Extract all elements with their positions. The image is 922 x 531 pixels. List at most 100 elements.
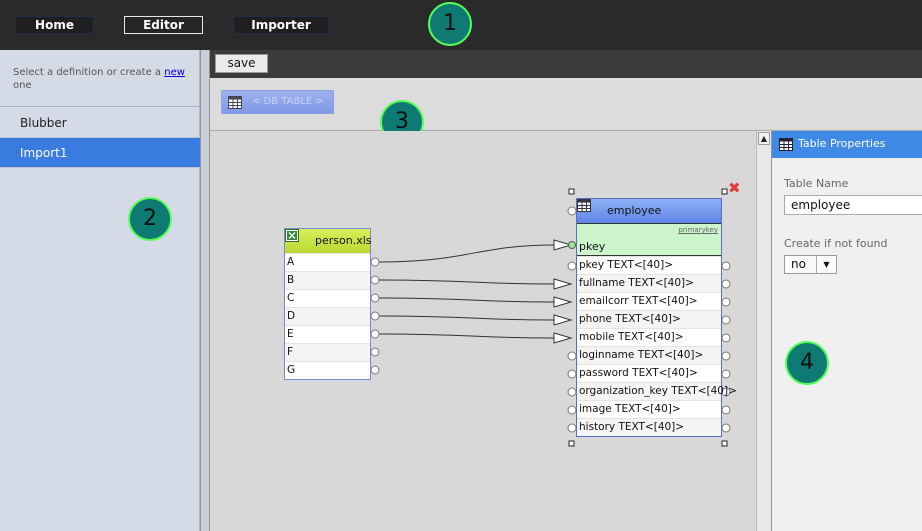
source-column-row[interactable]: G: [285, 361, 370, 379]
create-if-not-found-select[interactable]: no ▼: [784, 255, 837, 274]
pkey-port: [568, 241, 576, 249]
target-out-port: [721, 351, 731, 361]
target-in-port: [567, 405, 577, 415]
mapping-arrow: [553, 278, 573, 290]
source-port: [370, 365, 380, 375]
top-nav-bar: Home Editor Importer 1: [0, 0, 922, 50]
mapping-link: [374, 279, 557, 285]
table-icon: [577, 199, 591, 212]
source-column-row[interactable]: B: [285, 271, 370, 289]
properties-title: Table Properties: [798, 137, 886, 150]
resize-handle: [721, 188, 728, 195]
source-port: [370, 329, 380, 339]
table-properties-panel: Table Properties Table Name employee Cre…: [771, 131, 922, 531]
create-select-value: no: [791, 257, 806, 271]
target-column-row[interactable]: image TEXT<[40]>: [577, 400, 721, 418]
target-column-list: pkey TEXT<[40]>fullname TEXT<[40]>emailc…: [577, 256, 737, 436]
nav-home-button[interactable]: Home: [15, 16, 94, 34]
resize-handle: [568, 188, 575, 195]
component-palette: < DB TABLE > 3: [210, 78, 922, 144]
properties-header: Table Properties: [772, 131, 922, 158]
mapping-arrow: [553, 296, 573, 308]
source-column-row[interactable]: A: [285, 253, 370, 271]
source-column-row[interactable]: C: [285, 289, 370, 307]
target-column-row[interactable]: fullname TEXT<[40]>: [577, 274, 721, 292]
save-button[interactable]: save: [215, 54, 268, 73]
target-column-row[interactable]: mobile TEXT<[40]>: [577, 328, 721, 346]
target-out-port: [721, 369, 731, 379]
definitions-panel: Select a definition or create a new one …: [0, 50, 200, 531]
db-table-palette-item[interactable]: < DB TABLE >: [221, 90, 334, 114]
target-column-row[interactable]: organization_key TEXT<[40]>: [577, 382, 737, 400]
chevron-down-icon: ▼: [816, 256, 836, 273]
definitions-hint: Select a definition or create a new one: [13, 67, 185, 91]
target-out-port: [721, 261, 731, 271]
definition-item-blubber[interactable]: Blubber: [0, 108, 200, 138]
new-definition-link[interactable]: new: [164, 67, 185, 78]
panel-splitter[interactable]: [200, 50, 210, 531]
target-column-row[interactable]: history TEXT<[40]>: [577, 418, 721, 436]
target-out-port: [721, 387, 731, 397]
panel-divider: [0, 106, 200, 107]
source-port: [370, 257, 380, 267]
canvas-scrollbar[interactable]: ▲: [756, 131, 771, 531]
create-if-not-found-label: Create if not found: [784, 237, 888, 250]
resize-handle: [568, 440, 575, 447]
source-column-row[interactable]: F: [285, 343, 370, 361]
target-out-port: [721, 333, 731, 343]
definition-item-import1[interactable]: Import1: [0, 138, 200, 168]
table-icon: [228, 96, 242, 109]
target-table-header: employee: [577, 199, 721, 223]
source-port: [370, 293, 380, 303]
target-column-row[interactable]: pkey TEXT<[40]>: [577, 256, 721, 274]
delete-table-icon[interactable]: ✖: [728, 179, 741, 197]
source-column-row[interactable]: D: [285, 307, 370, 325]
target-in-port: [567, 387, 577, 397]
scroll-up-arrow-icon[interactable]: ▲: [758, 132, 770, 145]
mapping-link: [374, 244, 557, 263]
db-table-label: < DB TABLE >: [252, 96, 324, 107]
mapping-arrow: [553, 314, 573, 326]
table-anchor-port: [567, 206, 577, 216]
target-out-port: [721, 423, 731, 433]
source-table-header: person.xls: [285, 229, 372, 253]
mapping-arrow: [553, 239, 573, 251]
target-in-port: [567, 369, 577, 379]
table-icon: [779, 138, 793, 151]
target-table-title: employee: [607, 204, 662, 217]
nav-importer-button[interactable]: Importer: [233, 16, 329, 34]
target-in-port: [567, 351, 577, 361]
source-port: [370, 275, 380, 285]
source-port: [370, 311, 380, 321]
target-table[interactable]: employee primarykey pkey pkey TEXT<[40]>…: [576, 198, 737, 437]
target-out-port: [721, 297, 731, 307]
target-column-row[interactable]: phone TEXT<[40]>: [577, 310, 721, 328]
target-out-port: [721, 405, 731, 415]
target-out-port: [721, 279, 731, 289]
target-in-port: [567, 261, 577, 271]
target-out-port: [721, 315, 731, 325]
target-in-port: [567, 423, 577, 433]
excel-icon: [285, 229, 299, 242]
annotation-marker-4: 4: [785, 341, 829, 385]
table-name-label: Table Name: [784, 177, 849, 190]
target-column-row[interactable]: password TEXT<[40]>: [577, 364, 721, 382]
source-table-title: person.xls: [315, 234, 372, 247]
mapping-links: [370, 188, 731, 447]
nav-editor-button[interactable]: Editor: [124, 16, 203, 34]
target-column-row[interactable]: loginname TEXT<[40]>: [577, 346, 721, 364]
source-column-row[interactable]: E: [285, 325, 370, 343]
source-port: [370, 347, 380, 357]
mapping-link: [374, 333, 557, 339]
primary-key-label: pkey: [579, 240, 606, 253]
target-column-row[interactable]: emailcorr TEXT<[40]>: [577, 292, 721, 310]
primary-key-band[interactable]: primarykey pkey: [577, 223, 721, 256]
mapping-arrow: [553, 332, 573, 344]
mapping-link: [374, 315, 557, 321]
primary-key-hint: primarykey: [678, 226, 718, 234]
resize-handle: [721, 440, 728, 447]
table-name-input[interactable]: employee: [784, 195, 922, 215]
